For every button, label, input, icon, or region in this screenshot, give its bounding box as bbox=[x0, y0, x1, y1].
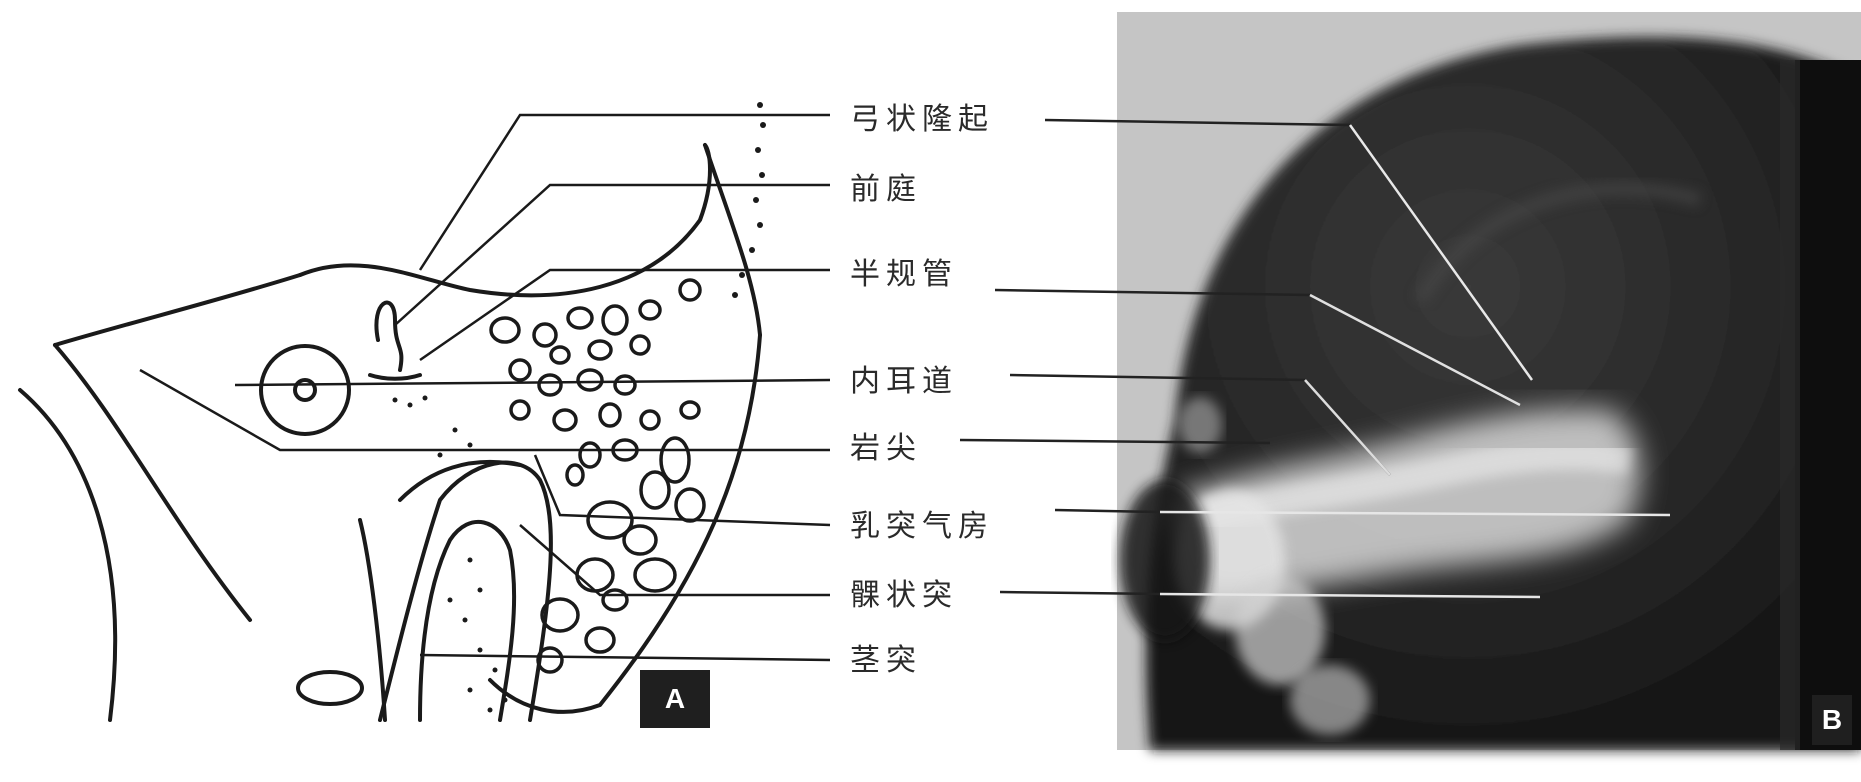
label-vestibule: 前庭 bbox=[850, 173, 922, 207]
panel-a-leaders bbox=[140, 115, 830, 660]
label-internal-auditory-canal: 内耳道 bbox=[850, 365, 958, 399]
panel-a-drawing bbox=[20, 102, 766, 720]
label-petrous-apex: 岩尖 bbox=[850, 432, 922, 466]
panel-tag-a: A bbox=[640, 670, 710, 728]
label-arcuate-eminence: 弓状隆起 bbox=[850, 103, 994, 137]
label-mastoid-air-cells: 乳突气房 bbox=[850, 510, 994, 544]
panel-tag-b: B bbox=[1812, 695, 1852, 745]
label-styloid-process: 茎突 bbox=[850, 644, 922, 678]
label-semicircular-canal: 半规管 bbox=[850, 258, 958, 292]
label-condylar-process: 髁状突 bbox=[850, 579, 958, 613]
